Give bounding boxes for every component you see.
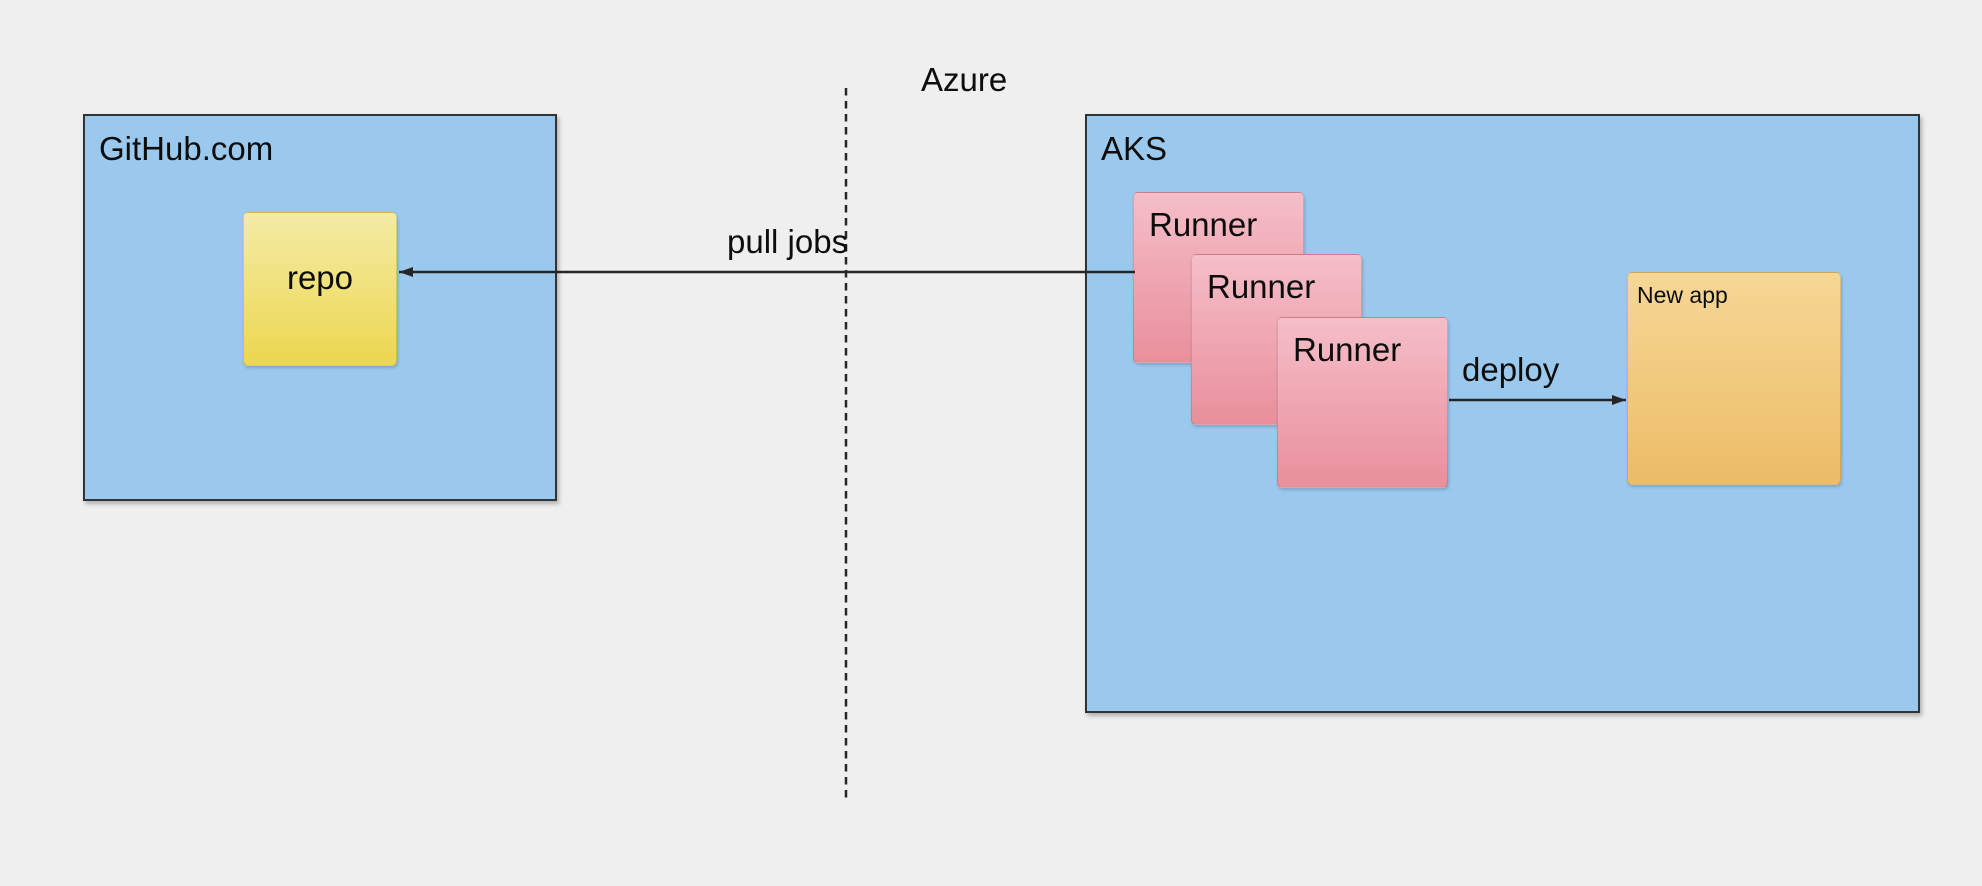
repo-note-label: repo <box>286 259 354 297</box>
pull-jobs-arrow-label: pull jobs <box>727 223 849 260</box>
github-zone-title: GitHub.com <box>99 130 274 167</box>
github-zone: GitHub.com repo <box>83 114 557 501</box>
deploy-arrow-label: deploy <box>1462 351 1560 388</box>
runner-note-2-label: Runner <box>1207 268 1316 305</box>
runner-note-3: Runner <box>1277 317 1448 488</box>
aks-zone-title: AKS <box>1101 130 1168 167</box>
aks-zone: AKS Runner Runner Runner New app <box>1085 114 1920 713</box>
azure-zone-label: Azure <box>921 61 1008 98</box>
runner-note-1-label: Runner <box>1149 206 1258 243</box>
new-app-note: New app <box>1627 272 1841 485</box>
runner-note-3-label: Runner <box>1293 331 1402 368</box>
repo-note: repo <box>243 212 397 366</box>
new-app-note-label: New app <box>1637 282 1728 308</box>
